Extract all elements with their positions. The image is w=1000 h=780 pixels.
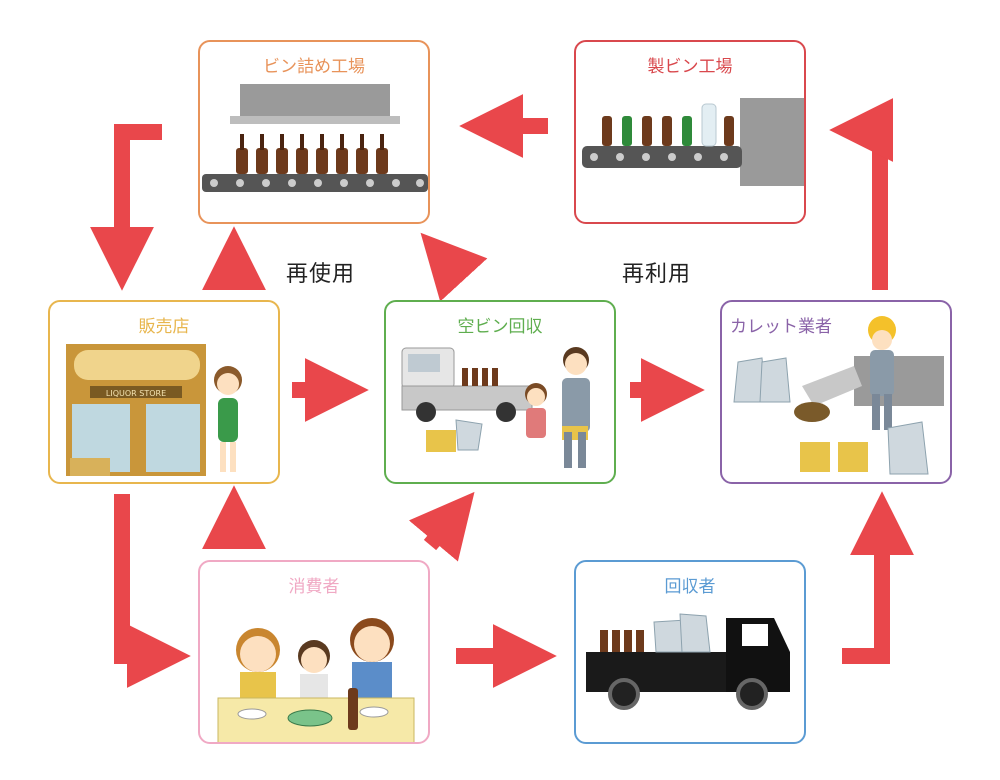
store-sign-text: LIQUOR STORE — [106, 389, 166, 398]
empty-collection-title: 空ビン回収 — [457, 317, 543, 337]
recycle-label: 再利用 — [622, 262, 692, 287]
consumer-box: 消費者 — [198, 560, 430, 744]
arrow-collector-to-cullet — [842, 491, 914, 664]
bottling-line-illustration — [202, 84, 428, 192]
store-title: 販売店 — [138, 317, 190, 337]
store-illustration: LIQUOR STORE — [66, 344, 242, 476]
consumer-title: 消費者 — [288, 577, 340, 597]
cullet-title: カレット業者 — [730, 317, 832, 337]
empty-collection-illustration — [401, 347, 590, 468]
arrow-store-to-consumer — [114, 494, 191, 688]
bottling-plant-box: ビン詰め工場 — [198, 40, 430, 224]
reuse-label: 再使用 — [286, 262, 356, 287]
glass-factory-illustration — [582, 98, 804, 186]
collector-title: 回収者 — [664, 577, 716, 597]
cullet-illustration — [733, 316, 944, 475]
arrow-cullet-to-glass — [829, 98, 894, 290]
arrow-consumer-to-collection — [408, 491, 475, 562]
bottling-plant-title: ビン詰め工場 — [263, 57, 365, 77]
store-box: LIQUOR STORE 販売店 — [48, 300, 280, 484]
glass-plant-box: 製ビン工場 — [574, 40, 806, 224]
collector-box: 回収者 — [574, 560, 806, 744]
arrow-bottling-to-store — [90, 124, 162, 291]
consumer-illustration — [217, 618, 415, 742]
glass-plant-title: 製ビン工場 — [647, 57, 733, 77]
empty-collection-box: 空ビン回収 — [384, 300, 616, 484]
cullet-box: カレット業者 — [720, 300, 952, 484]
arrow-collection-to-bottling — [420, 232, 488, 302]
truck-illustration — [586, 613, 790, 710]
